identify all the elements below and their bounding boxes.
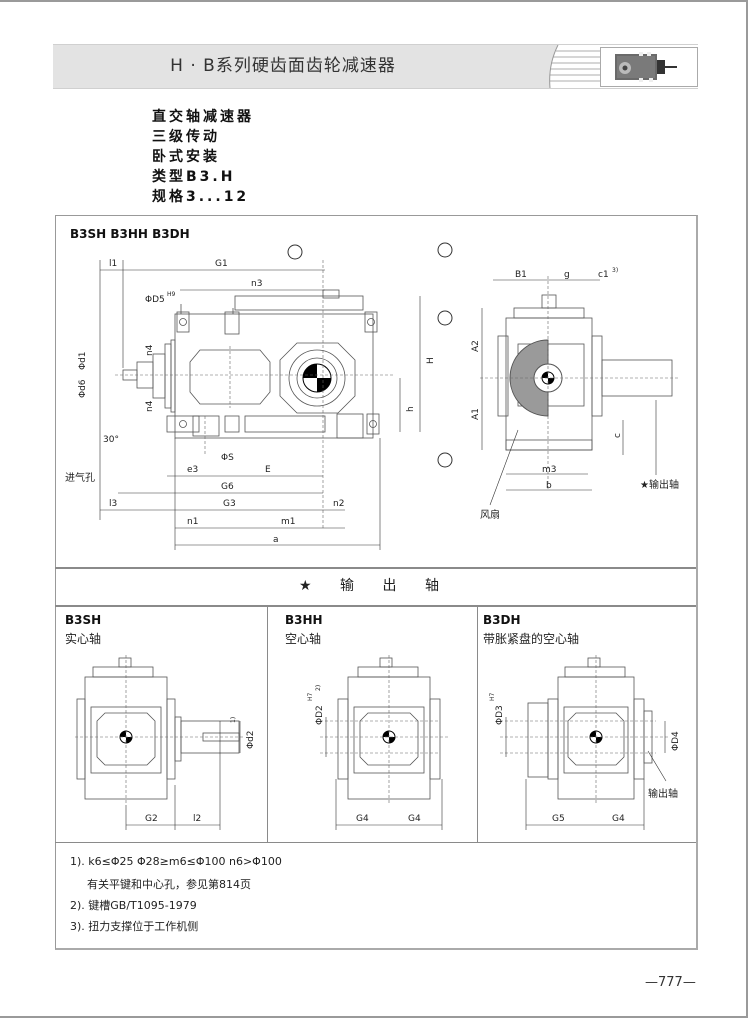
spec-line-type: 类型B3.H xyxy=(152,169,236,185)
note-1: 1). k6≤Φ25 Φ28≥m6≤Φ100 n6>Φ100 xyxy=(70,855,282,868)
dim-a: a xyxy=(273,535,279,545)
dim-b: b xyxy=(546,481,552,491)
oil-fill-icon xyxy=(437,310,453,326)
dim-B1: B1 xyxy=(515,270,527,280)
dim-G2: G2 xyxy=(145,814,158,824)
dim-E: E xyxy=(265,465,271,475)
dim-g: g xyxy=(564,270,570,280)
divider-line xyxy=(55,567,696,569)
dim-l3: l3 xyxy=(109,499,117,509)
side-view-drawing: B1 g c1 3) A2 A1 c m3 b 风扇 ★输出轴 xyxy=(471,267,680,521)
air-hole-label: 进气孔 xyxy=(65,471,95,484)
dim-n4-bottom: n4 xyxy=(145,400,155,412)
fan-hatched-area xyxy=(509,339,549,417)
spec-line-stages: 三级传动 xyxy=(152,129,220,145)
dim-D3-tol: H7 xyxy=(489,692,496,701)
page-number: —777— xyxy=(645,975,696,990)
angle-label: 30° xyxy=(103,435,119,445)
dim-c1: c1 xyxy=(598,270,609,280)
dim-c1-note: 3) xyxy=(612,267,618,274)
breather-icon xyxy=(437,242,453,258)
dim-c: c xyxy=(613,433,623,438)
b3hh-drawing: G4 G4 ΦD2 H7 2) xyxy=(307,655,450,830)
dim-m1: m1 xyxy=(281,517,296,527)
spec-line-axis: 直交轴减速器 xyxy=(152,109,254,125)
note-2: 2). 键槽GB/T1095-1979 xyxy=(70,899,197,912)
dim-l1: l1 xyxy=(109,259,117,269)
panel-code-b3sh: B3SH xyxy=(65,613,102,627)
dim-d6: Φd6 xyxy=(78,379,88,398)
dim-d2: Φd2 xyxy=(246,730,256,749)
output-shaft-section-title: ★ 输 出 轴 xyxy=(299,578,451,594)
dim-G4-right: G4 xyxy=(408,814,421,824)
b3dh-drawing: G5 G4 ΦD3 H7 ΦD4 输出轴 xyxy=(489,655,681,830)
dim-D5-tol: H9 xyxy=(167,291,176,298)
header-band: H · B系列硬齿面齿轮减速器 xyxy=(53,44,698,89)
dim-G3: G3 xyxy=(223,499,236,509)
dim-e3: e3 xyxy=(187,465,198,475)
dim-A1: A1 xyxy=(471,408,481,420)
dim-D2: ΦD2 xyxy=(315,705,325,725)
drawing-frame xyxy=(55,215,698,950)
dim-n2: n2 xyxy=(333,499,344,509)
output-shaft-label: ★输出轴 xyxy=(640,478,679,491)
dim-d2-note: 1) xyxy=(230,717,237,723)
dim-G5: G5 xyxy=(552,814,565,824)
dim-d1: Φd1 xyxy=(78,351,88,370)
divider-line xyxy=(55,605,696,607)
dim-G4-left: G4 xyxy=(356,814,369,824)
dim-D4: ΦD4 xyxy=(671,731,681,751)
panel-code-b3dh: B3DH xyxy=(483,613,521,627)
spec-line-mounting: 卧式安装 xyxy=(152,149,220,165)
dim-A2: A2 xyxy=(471,340,481,352)
dim-n3: n3 xyxy=(251,279,262,289)
dim-h: h xyxy=(406,406,416,412)
b3sh-drawing: G2 l2 Φd2 1) xyxy=(75,655,256,830)
note-1-sub: 有关平键和中心孔，参见第814页 xyxy=(87,878,251,891)
oil-drain-icon xyxy=(437,452,453,468)
center-mark-icon xyxy=(302,363,332,393)
panel-divider xyxy=(267,606,268,842)
note-3: 3). 扭力支撑位于工作机侧 xyxy=(70,920,199,933)
panel-divider xyxy=(477,606,478,842)
page-title: H · B系列硬齿面齿轮减速器 xyxy=(170,56,396,76)
main-drawing-title: B3SH B3HH B3DH xyxy=(70,227,190,241)
oil-level-icon xyxy=(287,244,303,260)
front-view-drawing: l1 G1 n3 ΦD5 H9 Φd1 Φd6 n4 n4 H h ΦS e3 … xyxy=(65,242,453,550)
dim-D2-note: 2) xyxy=(315,685,322,691)
dim-D2-tol: H7 xyxy=(307,692,314,701)
dim-S: ΦS xyxy=(221,453,234,463)
panel-name-b3sh: 实心轴 xyxy=(65,632,102,646)
dim-D3: ΦD3 xyxy=(495,705,505,725)
output-shaft-label: 输出轴 xyxy=(648,787,678,800)
dim-H: H xyxy=(426,357,436,364)
fan-label: 风扇 xyxy=(480,508,500,521)
spec-line-size: 规格3...12 xyxy=(152,189,250,205)
dim-D5: ΦD5 xyxy=(145,295,165,305)
dim-G4: G4 xyxy=(612,814,625,824)
gearbox-photo-icon xyxy=(600,47,698,87)
dim-m3: m3 xyxy=(542,465,557,475)
dim-n1: n1 xyxy=(187,517,198,527)
panel-name-b3dh: 带胀紧盘的空心轴 xyxy=(483,632,580,646)
panel-name-b3hh: 空心轴 xyxy=(285,632,322,646)
divider-line xyxy=(55,842,696,843)
dim-l2: l2 xyxy=(193,814,201,824)
dim-G6: G6 xyxy=(221,482,234,492)
dim-G1: G1 xyxy=(215,259,228,269)
panel-code-b3hh: B3HH xyxy=(285,613,323,627)
dim-n4-top: n4 xyxy=(145,344,155,356)
